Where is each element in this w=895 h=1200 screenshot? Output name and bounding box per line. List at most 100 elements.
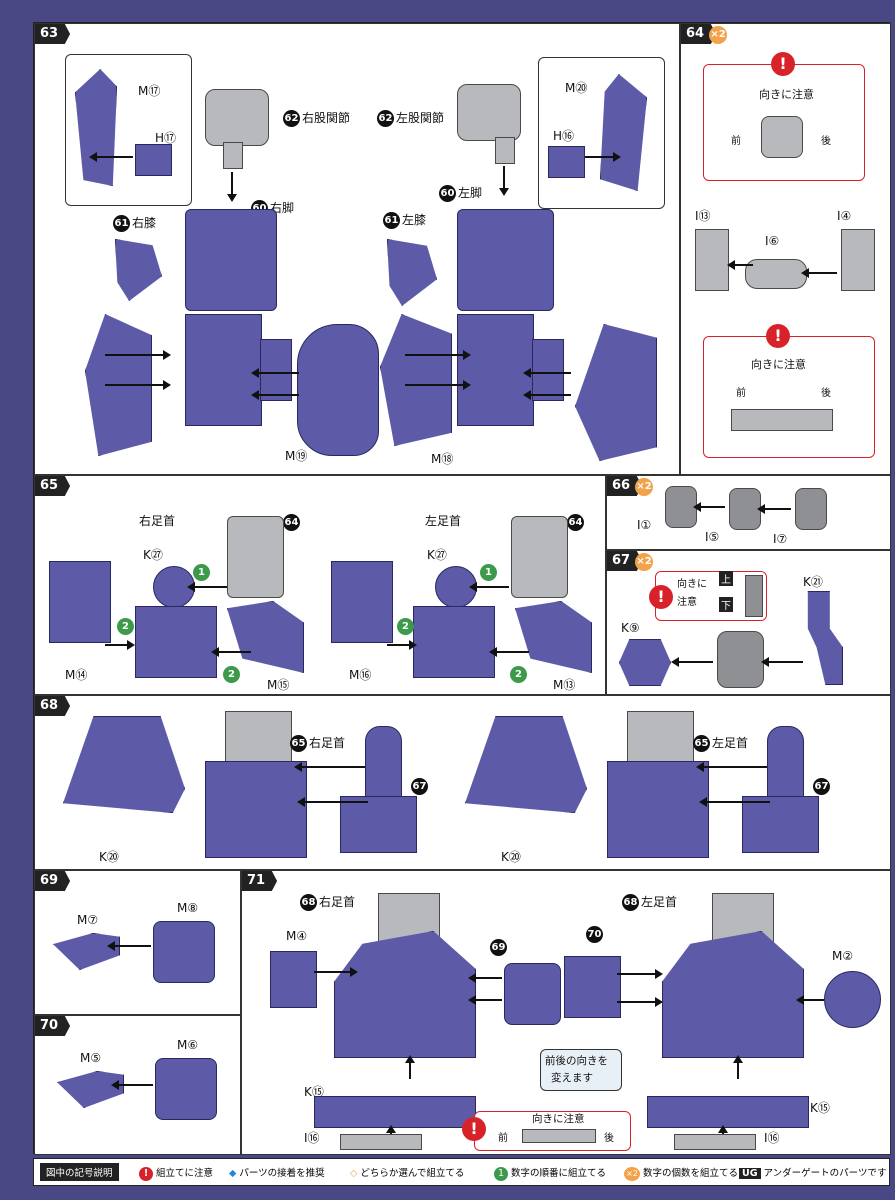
ref-badge-67: 67 bbox=[813, 778, 830, 795]
back-label: 後 bbox=[821, 388, 831, 399]
part-m4 bbox=[270, 951, 317, 1008]
caution-icon: ! bbox=[649, 585, 673, 609]
order-badge: 2 bbox=[397, 618, 414, 635]
part-left-leg-body bbox=[457, 314, 534, 426]
ref-badge: 62 bbox=[283, 110, 300, 127]
part-left-hip-joint bbox=[457, 84, 521, 141]
label-k20: K⑳ bbox=[99, 850, 119, 864]
arrow bbox=[405, 380, 471, 390]
arrow bbox=[251, 368, 299, 378]
step-number: 70 bbox=[35, 1016, 71, 1036]
note-line-1: 前後の向きを bbox=[545, 1055, 608, 1067]
arrow bbox=[468, 995, 502, 1005]
part-i1 bbox=[665, 486, 697, 528]
ref-badge-64: 64 bbox=[567, 514, 584, 531]
caution-text: 向きに注意 bbox=[751, 358, 806, 371]
part-m8 bbox=[153, 921, 215, 983]
glue-icon: ◆ bbox=[229, 1168, 237, 1179]
arrow bbox=[699, 797, 770, 807]
caution-text: 向きに注意 bbox=[759, 88, 814, 101]
arrow bbox=[469, 582, 509, 592]
part-i6 bbox=[745, 259, 807, 289]
step-64-panel: 64 ×2 ! 向きに注意 前 後 I⑬ I④ I⑥ ! 向きに注意 前 後 bbox=[680, 23, 891, 475]
part-tire-side bbox=[745, 575, 763, 617]
arrow bbox=[405, 1055, 415, 1079]
label-i16: I⑯ bbox=[764, 1131, 780, 1145]
part-m6 bbox=[155, 1058, 217, 1120]
order-icon: 1 bbox=[494, 1167, 508, 1181]
arrow bbox=[489, 647, 529, 657]
part-k20 bbox=[63, 716, 185, 813]
part-i6-top-view bbox=[761, 116, 803, 158]
detail-bubble-left bbox=[65, 54, 192, 206]
arrow bbox=[187, 582, 227, 592]
part-right-leg-body bbox=[185, 314, 262, 426]
front-label: 前 bbox=[498, 1133, 508, 1144]
label-i13: I⑬ bbox=[695, 209, 711, 223]
legend-item-glue: ◆ パーツの接着を推奨 bbox=[229, 1168, 325, 1179]
arrow bbox=[89, 152, 133, 162]
arrow bbox=[523, 390, 571, 400]
legend-item-choose: ◇ どちらか選んで組立てる bbox=[350, 1168, 465, 1179]
step-number: 71 bbox=[242, 871, 278, 891]
step-number: 68 bbox=[35, 696, 71, 716]
step-number: 65 bbox=[35, 476, 71, 496]
part-k15-right bbox=[314, 1096, 476, 1128]
label-i1: I① bbox=[637, 518, 652, 532]
order-badge: 2 bbox=[117, 618, 134, 635]
part-m7 bbox=[53, 933, 120, 970]
step-number: 64 bbox=[681, 24, 717, 44]
part-i4 bbox=[841, 229, 875, 291]
count-badge: ×2 bbox=[635, 478, 653, 496]
part-right-leg-side bbox=[260, 339, 292, 401]
arrow bbox=[761, 657, 803, 667]
label-m2: M② bbox=[832, 949, 854, 963]
count-icon: ×2 bbox=[624, 1167, 640, 1181]
part-68-left-body bbox=[662, 931, 804, 1058]
step-number: 66 bbox=[607, 476, 643, 496]
part-k20 bbox=[465, 716, 587, 813]
legend-item-order: 1 数字の順番に組立てる bbox=[494, 1165, 606, 1181]
part-64-ankle bbox=[227, 516, 284, 598]
caution-icon: ! bbox=[462, 1117, 486, 1141]
label-m15: M⑮ bbox=[267, 678, 290, 692]
label-k27: K㉗ bbox=[427, 548, 447, 562]
arrow bbox=[251, 390, 299, 400]
order-badge: 1 bbox=[480, 564, 497, 581]
part-68-right-body bbox=[334, 931, 476, 1058]
ug-icon: UG bbox=[739, 1168, 761, 1179]
part-right-hip-shaft bbox=[223, 142, 243, 169]
caution-icon: ! bbox=[771, 52, 795, 76]
arrow bbox=[693, 502, 725, 512]
arrow bbox=[227, 172, 237, 202]
part-i16-right bbox=[340, 1134, 422, 1150]
label-m7: M⑦ bbox=[77, 913, 99, 927]
part-i6-side-view bbox=[731, 409, 833, 431]
label-i16: I⑯ bbox=[304, 1131, 320, 1145]
arrow bbox=[405, 350, 471, 360]
part-wheel bbox=[717, 631, 764, 688]
legend-title: 図中の記号説明 bbox=[40, 1163, 119, 1181]
step-69-panel: 69 M⑦ M⑧ bbox=[34, 870, 241, 1015]
label-m14: M⑭ bbox=[65, 668, 88, 682]
label-m8: M⑧ bbox=[177, 901, 199, 915]
part-m15 bbox=[227, 601, 304, 673]
down-label: 下 bbox=[719, 597, 733, 612]
part-67-wheel bbox=[340, 796, 417, 853]
arrow bbox=[297, 797, 368, 807]
part-m14 bbox=[49, 561, 111, 643]
arrow bbox=[105, 640, 135, 650]
label-i5: I⑤ bbox=[705, 530, 720, 544]
arrow bbox=[801, 268, 837, 278]
ref-badge-69: 69 bbox=[490, 939, 507, 956]
label-m16: M⑯ bbox=[349, 668, 372, 682]
arrow bbox=[211, 647, 251, 657]
count-badge: ×2 bbox=[635, 553, 653, 571]
step-65-panel: 65 右足首 左足首 64 64 K㉗ K㉗ 1 2 2 1 2 2 M⑭ M⑮… bbox=[34, 475, 606, 695]
part-right-hip-joint bbox=[205, 89, 269, 146]
